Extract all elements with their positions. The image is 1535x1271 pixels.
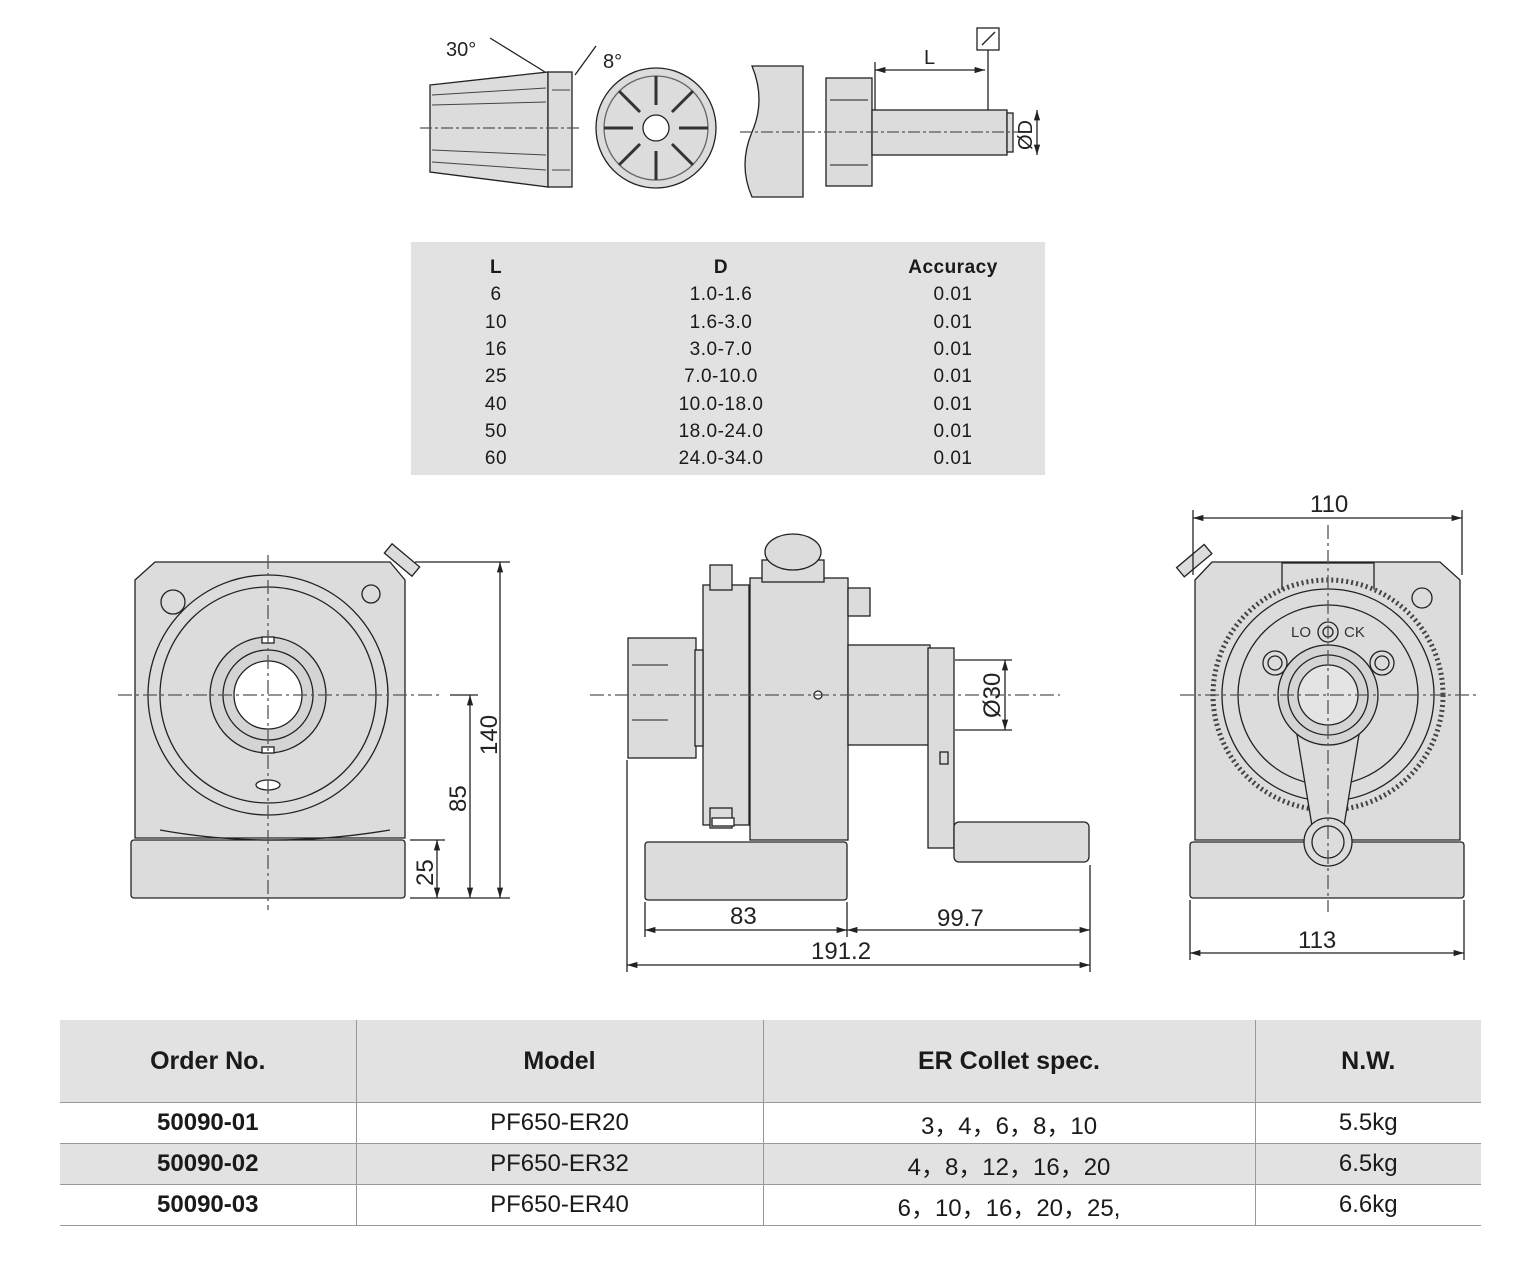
collet-cell-l: 16 <box>484 339 508 361</box>
collet-cell-d: 18.0-24.0 <box>678 420 764 442</box>
collet-cell-d: 24.0-34.0 <box>678 448 764 470</box>
collet-cell-accuracy: 0.01 <box>933 311 973 333</box>
order-header-nw: N.W. <box>1254 1020 1481 1103</box>
dim-30-label: Ø30 <box>979 673 1006 718</box>
collet-table-row: 6 1.0-1.6 0.01 <box>411 281 1045 308</box>
order-table-row: 50090-01 PF650-ER20 3，4，6，8，10 5.5kg <box>60 1102 1481 1144</box>
dim-113-label: 113 <box>1298 927 1336 954</box>
order-header-model: Model <box>355 1020 763 1103</box>
dim-83-label: 83 <box>730 903 757 930</box>
collet-table-row: 25 7.0-10.0 0.01 <box>411 363 1045 390</box>
collet-table-header: L D Accuracy <box>411 254 1045 281</box>
collet-cell-d: 3.0-7.0 <box>689 339 753 361</box>
collet-cell-l: 60 <box>484 448 508 470</box>
collet-table-row: 50 18.0-24.0 0.01 <box>411 418 1045 445</box>
collet-cell-accuracy: 0.01 <box>933 448 973 470</box>
order-cell-order-no: 50090-01 <box>60 1102 356 1144</box>
order-cell-model: PF650-ER32 <box>355 1143 763 1185</box>
front-view <box>118 542 510 910</box>
order-cell-collet-spec: 6，10，16，20，25, <box>762 1184 1255 1226</box>
collet-cell-d: 10.0-18.0 <box>678 393 764 415</box>
collet-cell-l: 10 <box>484 311 508 333</box>
collet-cell-d: 7.0-10.0 <box>684 366 758 388</box>
order-cell-nw: 6.5kg <box>1254 1143 1481 1185</box>
collet-cell-d: 1.0-1.6 <box>689 284 753 306</box>
collet-header-l: L <box>489 257 503 279</box>
collet-cell-l: 50 <box>484 420 508 442</box>
dim-D-label: ØD <box>1015 120 1037 150</box>
collet-cell-l: 25 <box>484 366 508 388</box>
order-cell-nw: 5.5kg <box>1254 1102 1481 1144</box>
collet-table-row: 16 3.0-7.0 0.01 <box>411 336 1045 363</box>
order-cell-collet-spec: 4，8，12，16，20 <box>762 1143 1255 1185</box>
dim-85-label: 85 <box>445 785 472 812</box>
collet-cell-accuracy: 0.01 <box>933 284 973 306</box>
lock-label-right: CK <box>1344 624 1365 641</box>
order-cell-model: PF650-ER20 <box>355 1102 763 1144</box>
collet-table-row: 60 24.0-34.0 0.01 <box>411 445 1045 472</box>
collet-end-view <box>595 67 717 189</box>
dim-140-label: 140 <box>476 715 503 755</box>
collet-cell-l: 40 <box>484 393 508 415</box>
dim-99-7-label: 99.7 <box>937 905 984 932</box>
dim-110-label: 110 <box>1310 491 1348 518</box>
order-table: Order No. Model ER Collet spec. N.W. 500… <box>60 1020 1481 1226</box>
side-view <box>590 533 1091 972</box>
collet-header-d: D <box>713 257 729 279</box>
collet-angle-8-label: 8° <box>603 51 622 73</box>
collet-table-row: 10 1.6-3.0 0.01 <box>411 309 1045 336</box>
collet-cell-accuracy: 0.01 <box>933 420 973 442</box>
collet-table-row: 40 10.0-18.0 0.01 <box>411 390 1045 417</box>
lock-label-left: LO <box>1291 624 1311 641</box>
collet-cell-accuracy: 0.01 <box>933 393 973 415</box>
collet-side-view <box>420 37 597 188</box>
collet-angle-30-label: 30° <box>446 39 476 61</box>
order-header-order-no: Order No. <box>60 1020 356 1103</box>
collet-header-accuracy: Accuracy <box>908 257 998 279</box>
order-cell-collet-spec: 3，4，6，8，10 <box>762 1102 1255 1144</box>
order-cell-order-no: 50090-03 <box>60 1184 356 1226</box>
order-cell-model: PF650-ER40 <box>355 1184 763 1226</box>
order-table-row: 50090-03 PF650-ER40 6，10，16，20，25, 6.6kg <box>60 1184 1481 1226</box>
dim-191-2-label: 191.2 <box>811 938 871 965</box>
dim-L-label: L <box>924 47 935 69</box>
collet-cell-l: 6 <box>490 284 502 306</box>
order-header-collet-spec: ER Collet spec. <box>762 1020 1255 1103</box>
collet-cell-accuracy: 0.01 <box>933 339 973 361</box>
order-table-row: 50090-02 PF650-ER32 4，8，12，16，20 6.5kg <box>60 1143 1481 1185</box>
collet-cell-d: 1.6-3.0 <box>689 311 753 333</box>
order-cell-order-no: 50090-02 <box>60 1143 356 1185</box>
order-cell-nw: 6.6kg <box>1254 1184 1481 1226</box>
dim-25-label: 25 <box>412 859 439 886</box>
collet-cell-accuracy: 0.01 <box>933 366 973 388</box>
rear-view <box>1175 510 1480 960</box>
tool-holder-view <box>740 27 1041 198</box>
order-table-header: Order No. Model ER Collet spec. N.W. <box>60 1020 1481 1103</box>
